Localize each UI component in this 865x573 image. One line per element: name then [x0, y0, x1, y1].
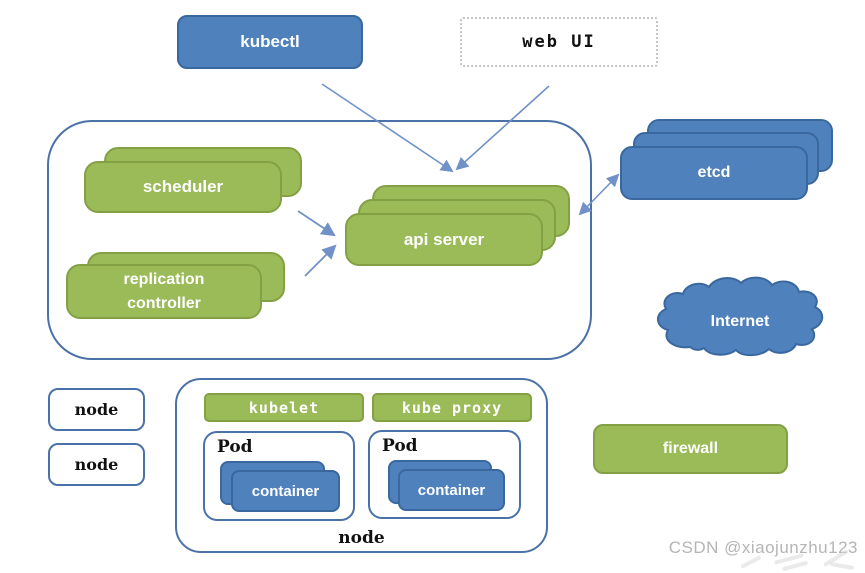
- kubelet-label: kubelet: [248, 398, 320, 417]
- kubectl-box: kubectl: [177, 15, 363, 69]
- pod-1-container-label: container: [251, 482, 320, 500]
- kubectl-label: kubectl: [240, 32, 300, 51]
- pod-2-container-box: container: [398, 469, 505, 511]
- replication-controller-label-line1: replication: [123, 271, 205, 289]
- pod-1-label: Pod: [217, 437, 253, 457]
- node-2-label: node: [74, 455, 119, 474]
- api-server-label: api server: [403, 229, 485, 249]
- firewall-box: firewall: [593, 424, 788, 474]
- etcd-box: etcd: [620, 146, 808, 200]
- api-server-box: api server: [345, 213, 543, 266]
- kubelet-box: kubelet: [204, 393, 364, 422]
- replication-controller-box: replication controller: [66, 264, 262, 319]
- kube-proxy-box: kube proxy: [372, 393, 532, 422]
- node-box-2: node: [48, 443, 145, 486]
- internet-label: Internet: [710, 313, 770, 330]
- pod-1-container-box: container: [231, 470, 340, 512]
- web-ui-label: web UI: [522, 32, 596, 52]
- node-1-label: node: [74, 400, 119, 419]
- watermark-text: CSDN @xiaojunzhu123: [668, 538, 858, 557]
- node-box-1: node: [48, 388, 145, 431]
- pod-2-container-label: container: [417, 481, 486, 499]
- scheduler-box: scheduler: [84, 161, 282, 213]
- scheduler-label: scheduler: [142, 177, 224, 196]
- replication-controller-label-line2: controller: [127, 294, 201, 312]
- firewall-label: firewall: [662, 440, 719, 457]
- worker-node-label: node: [338, 528, 385, 548]
- kube-proxy-label: kube proxy: [401, 398, 503, 417]
- faint-watermark-strokes: [730, 548, 865, 573]
- pod-2-label: Pod: [382, 436, 418, 456]
- web-ui-box: web UI: [460, 17, 658, 67]
- etcd-label: etcd: [697, 164, 731, 181]
